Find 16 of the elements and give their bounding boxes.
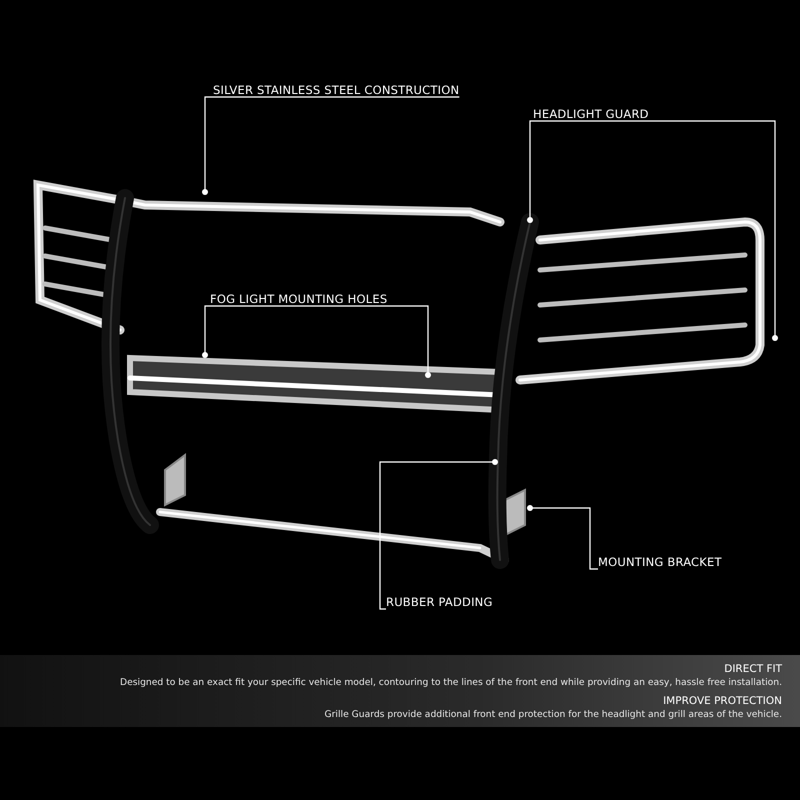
callout-label: SILVER STAINLESS STEEL CONSTRUCTION <box>213 83 460 97</box>
leader-line <box>533 120 778 341</box>
leader-line <box>202 305 210 358</box>
callout-label: MOUNTING BRACKET <box>598 555 722 569</box>
callout-label: HEADLIGHT GUARD <box>533 107 649 121</box>
feature-heading: DIRECT FIT <box>724 663 782 675</box>
callout-label: FOG LIGHT MOUNTING HOLES <box>210 292 388 306</box>
leader-line <box>527 120 533 223</box>
leader-line <box>379 459 498 610</box>
leader-line <box>210 305 431 378</box>
leader-line <box>527 505 598 570</box>
leader-line <box>202 96 460 195</box>
feature-description: Grille Guards provide additional front end protection for the headlight and grill areas of the vehicle. <box>324 709 782 720</box>
feature-description: Designed to be an exact fit your specific vehicle model, contouring to the lines of the front end while providing an easy, hassle free installation. <box>120 677 782 688</box>
feature-heading: IMPROVE PROTECTION <box>663 695 782 707</box>
callout-label: RUBBER PADDING <box>386 595 493 609</box>
